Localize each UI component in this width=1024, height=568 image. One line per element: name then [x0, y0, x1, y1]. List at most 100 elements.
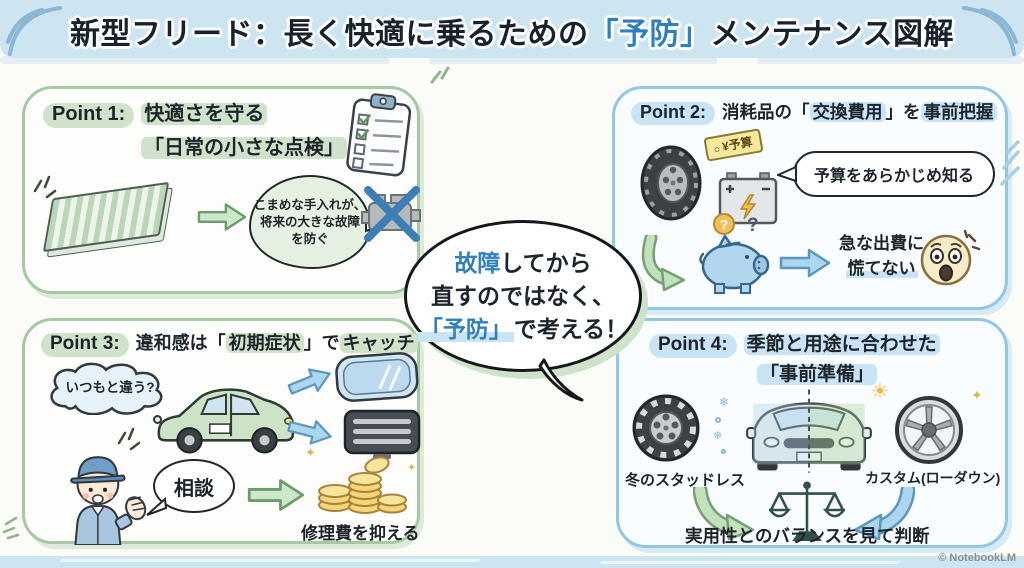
- page-title: 新型フリード：長く快適に乗るための「予防」メンテナンス図解: [0, 9, 1024, 53]
- center-bubble-tail: [538, 358, 584, 402]
- cabin-air-filter-icon: [42, 181, 170, 253]
- question-mark-glyph: ?: [747, 215, 759, 236]
- curved-arrow-down-icon: [641, 235, 685, 293]
- center-hl3: 「予防」: [417, 315, 514, 342]
- center-message-bubble: 故障してから 直すのではなく、 「予防」で考える！: [404, 220, 642, 372]
- point1-header: Point 1: 快適さを守る: [43, 97, 268, 128]
- point2-bubble: 予算をあらかじめ知る: [793, 151, 995, 197]
- point3-header: Point 3:違和感は「初期症状」でキャッチ: [41, 329, 418, 357]
- point1-bubble-line1: こまめな手入れが、: [253, 197, 367, 212]
- snow-dot: [715, 417, 721, 423]
- emphasis-ticks-green: [430, 66, 450, 84]
- page-title-pre: 新型フリード：長く快適に乗るための: [70, 18, 589, 51]
- point2-title-hl2: 事前把握: [920, 102, 997, 122]
- balance-scale-icon: [769, 477, 845, 545]
- sparkle-icon: ✦: [305, 445, 316, 461]
- page-title-post: メンテナンス図解: [710, 18, 954, 51]
- sparkle-glyph-2: ✦: [407, 462, 417, 474]
- engine-crossed-icon: [361, 183, 423, 245]
- point2-header: Point 2:消耗品の「交換費用」を事前把握: [631, 99, 997, 125]
- point4-result: 実用性とのバランスを見て判断: [685, 526, 930, 546]
- point2-title-hl1: 交換費用: [809, 102, 886, 122]
- point2-result: 急な出費に 慌てない: [839, 231, 924, 281]
- point3-title-mid: 」で: [303, 333, 340, 353]
- air-vent-icon: [343, 409, 421, 461]
- tire-icon: [639, 139, 707, 225]
- price-tag-icon: ¥予算: [703, 128, 764, 162]
- checklist-clipboard-icon: [342, 89, 416, 180]
- point2-result-line2: 慌てない: [845, 259, 918, 278]
- point1-bubble-line3: を防ぐ: [291, 231, 329, 246]
- sparkle-glyph: ✦: [305, 445, 316, 460]
- thought-dot: [153, 415, 162, 424]
- page-title-highlight: 「予防」: [588, 18, 711, 51]
- arrow-to-mirror-icon: [284, 361, 336, 402]
- point4-header: Point 4: 季節と用途に合わせた: [649, 329, 940, 358]
- point1-card: Point 1: 快適さを守る 「日常の小さな点検」: [22, 86, 423, 294]
- sun-glyph: ☀: [871, 381, 889, 403]
- point1-bubble-line2: 将来の大きな故障: [259, 214, 360, 229]
- sparkle-icon-3: ✦: [971, 387, 983, 404]
- emphasis-ticks: [33, 175, 57, 199]
- point1-header-line2: 「日常の小さな点検」: [141, 131, 347, 160]
- corner-scribble-top-left: [6, 6, 62, 56]
- point3-title-hl2: キャッチ: [339, 333, 418, 353]
- sun-icon: ☀: [871, 379, 889, 404]
- question-mark-2: ?: [747, 215, 759, 237]
- point3-card: Point 3:違和感は「初期症状」でキャッチ いつもと違う?: [22, 318, 421, 545]
- point3-label: Point 3:: [41, 333, 129, 357]
- point2-bubble-tail: [777, 165, 797, 183]
- question-mark: ?: [720, 217, 728, 232]
- piggy-bank-icon: [695, 229, 773, 295]
- point2-card: Point 2:消耗品の「交換費用」を事前把握 ¥予算: [612, 86, 1008, 310]
- bottom-banner: [0, 556, 1024, 568]
- point1-title-line1: 快適さを守る: [141, 103, 268, 125]
- point4-right-label: カスタム(ローダウン): [865, 470, 1001, 486]
- coins-icon: [313, 447, 409, 519]
- center-rest3: で考える！: [513, 315, 629, 342]
- center-hl1: 故障: [454, 249, 501, 276]
- thought-text: いつもと違う?: [65, 380, 155, 395]
- snowflake-glyph-2: ❄: [713, 430, 723, 442]
- point2-title-pre: 消耗品の「: [722, 102, 810, 122]
- point4-title-line2: 「事前準備」: [757, 364, 878, 385]
- center-line2: 直すのではなく、: [431, 282, 615, 309]
- thought-cloud: いつもと違う?: [43, 361, 177, 415]
- surprised-face-icon: [919, 227, 981, 289]
- watermark: © NotebookLM: [938, 552, 1016, 564]
- sparkle-icon-2: ✦: [407, 461, 416, 474]
- corner-scribble-top-right: [962, 6, 1018, 56]
- center-rest1: してから: [500, 249, 592, 276]
- side-mirror-icon: [333, 350, 420, 408]
- price-tag-text: ¥予算: [720, 134, 754, 154]
- point2-title-mid: 」を: [885, 102, 921, 122]
- title-banner: [0, 0, 1024, 64]
- point4-header-line2: 「事前準備」: [757, 359, 878, 386]
- point1-title-line2: 「日常の小さな点検」: [141, 137, 347, 159]
- point3-title-hl1: 初期症状: [225, 333, 304, 353]
- winter-tire-icon: [631, 389, 705, 467]
- point4-label: Point 4:: [649, 334, 737, 358]
- question-coin-icon: ?: [713, 213, 735, 235]
- point1-label: Point 1:: [43, 103, 135, 128]
- point4-left-label: 冬のスタッドレス: [625, 472, 746, 489]
- emphasis-ticks-mechanic: [117, 427, 141, 451]
- point3-result: 修理費を抑える: [301, 524, 420, 543]
- emphasis-ticks-corner: [2, 516, 20, 540]
- edge-scribble-right: [1000, 140, 1020, 186]
- sparkle-glyph-3: ✦: [971, 387, 983, 403]
- half-season-car-icon: [735, 385, 883, 475]
- arrow-right-icon: [197, 203, 247, 231]
- arrow-right-blue-icon: [779, 248, 831, 278]
- consult-text: 相談: [174, 477, 214, 500]
- snow-dot-2: [721, 449, 726, 454]
- point2-result-line1: 急な出費に: [839, 234, 924, 253]
- arrow-right-icon-2: [247, 479, 305, 511]
- snowflake-glyph: ❄: [719, 395, 730, 409]
- snowflake-icon-2: ❄: [713, 429, 722, 442]
- mechanic-icon: [57, 449, 151, 545]
- point4-title-line1: 季節と用途に合わせた: [743, 334, 940, 355]
- point1-bubble: こまめな手入れが、 将来の大きな故障 を防ぐ: [249, 175, 371, 269]
- custom-wheel-icon: [893, 393, 965, 467]
